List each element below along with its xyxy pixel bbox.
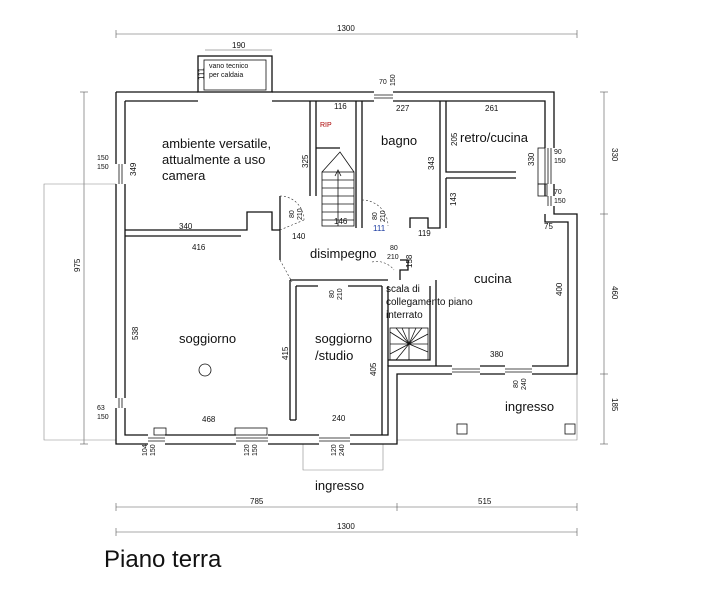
terrace-areas: [43, 183, 578, 471]
dim-door-80c: 80: [390, 245, 398, 252]
dim-bottom-total: 1300: [337, 522, 355, 531]
dim-disimp-146: 146: [334, 217, 348, 226]
room-label-retro-cucina: retro/cucina: [460, 130, 529, 145]
outer-walls: [115, 55, 578, 445]
dim-vano-width: 190: [232, 41, 246, 50]
dim-win-r2-70: 70: [554, 189, 562, 196]
room-label-scala-1: scala di: [386, 284, 420, 295]
dim-vano-height: 111: [197, 67, 206, 80]
room-label-vano-1: vano tecnico: [209, 63, 248, 70]
dim-retro-right: 330: [527, 152, 536, 166]
door-swings: [279, 195, 395, 283]
dim-cucina-380: 380: [490, 350, 504, 359]
dim-bagno-height: 343: [427, 156, 436, 170]
dim-door-80d: 80: [329, 290, 336, 298]
dim-left-total: 975: [73, 258, 82, 272]
dim-win-r1-90: 90: [554, 149, 562, 156]
dim-win-b1-150: 150: [150, 444, 157, 456]
dim-win-l1-150a: 150: [97, 155, 109, 162]
dim-win-r1-150: 150: [554, 158, 566, 165]
room-label-soggiorno: soggiorno: [179, 331, 236, 346]
dim-top-total: 1300: [337, 24, 355, 33]
dim-door-80a: 80: [289, 210, 296, 218]
dim-studio-240: 240: [332, 414, 346, 423]
dim-retro-height: 205: [450, 132, 459, 146]
dim-studio-405: 405: [369, 362, 378, 376]
dim-soggiorno-415: 415: [281, 346, 290, 360]
dim-disimp-143: 143: [449, 192, 458, 206]
plan-title: Piano terra: [104, 546, 222, 573]
dim-cucina-75: 75: [544, 222, 553, 231]
dim-rip-width: 116: [334, 102, 347, 111]
staircase-upper: [321, 151, 355, 227]
dim-disimp-140: 140: [292, 232, 306, 241]
dim-cucina-400: 400: [555, 282, 564, 296]
dim-bagno-sill: 119: [418, 229, 431, 238]
dim-disimp-416: 416: [192, 243, 206, 252]
dim-door-210a: 210: [297, 208, 304, 220]
staircase-lower: [389, 327, 429, 361]
dim-right-upper: 330: [610, 148, 619, 162]
dim-door-210b: 210: [380, 210, 387, 222]
room-label-ambiente-2: attualmente a uso: [162, 152, 265, 167]
room-label-disimpegno: disimpegno: [310, 246, 377, 261]
dim-win-b3-120: 120: [331, 444, 338, 456]
dim-soggiorno-468: 468: [202, 415, 216, 424]
dim-win-l2-63: 63: [97, 405, 105, 412]
room-label-cucina: cucina: [474, 271, 512, 286]
dim-ambiente-height: 349: [129, 162, 138, 176]
room-label-ambiente-3: camera: [162, 168, 206, 183]
dim-ambiente-width: 340: [179, 222, 193, 231]
dim-bottom-left: 785: [250, 497, 264, 506]
room-label-studio-2: /studio: [315, 348, 353, 363]
dimension-labels: 1300 1300 785 515 975 330 460 185 190 11…: [73, 24, 619, 531]
dimension-lines: [80, 30, 608, 536]
room-label-bagno: bagno: [381, 133, 417, 148]
room-label-scala-3: interrato: [386, 310, 423, 321]
room-label-ambiente-1: ambiente versatile,: [162, 136, 271, 151]
dim-door-80b: 80: [372, 212, 379, 220]
dim-win-top-70: 70: [379, 79, 387, 86]
dim-win-b1-104: 104: [142, 444, 149, 456]
room-label-studio-1: soggiorno: [315, 331, 372, 346]
dim-retro-width: 261: [485, 104, 499, 113]
dim-ambiente-depth: 325: [301, 154, 310, 168]
dim-win-b3-240: 240: [339, 444, 346, 456]
room-label-ingresso-bottom: ingresso: [315, 478, 364, 493]
dim-door-210c: 210: [387, 254, 399, 261]
dim-disimp-111: 111: [373, 224, 386, 233]
dim-bottom-right: 515: [478, 497, 492, 506]
room-label-ingresso-right: ingresso: [505, 399, 554, 414]
room-label-rip: RIP: [320, 122, 332, 129]
dim-disimp-158: 158: [405, 254, 414, 268]
fixture-circle: [198, 363, 212, 377]
dim-door-80e: 80: [513, 380, 520, 388]
dim-win-l1-150b: 150: [97, 164, 109, 171]
room-label-scala-2: collegamento piano: [386, 297, 473, 308]
room-label-vano-2: per caldaia: [209, 72, 243, 79]
dim-win-b2-150: 150: [252, 444, 259, 456]
dim-right-lower: 185: [610, 398, 619, 412]
dim-win-r2-150: 150: [554, 198, 566, 205]
dim-win-top-150: 150: [390, 74, 397, 86]
dim-right-middle: 460: [610, 286, 619, 300]
dim-door-210d: 210: [337, 288, 344, 300]
windows: [118, 94, 552, 442]
dim-win-l2-150: 150: [97, 414, 109, 421]
dim-win-b2-120: 120: [244, 444, 251, 456]
dim-bagno-width: 227: [396, 104, 410, 113]
dim-soggiorno-538: 538: [131, 326, 140, 340]
room-labels: ambiente versatile, attualmente a uso ca…: [162, 63, 554, 493]
dim-door-240e: 240: [521, 378, 528, 390]
